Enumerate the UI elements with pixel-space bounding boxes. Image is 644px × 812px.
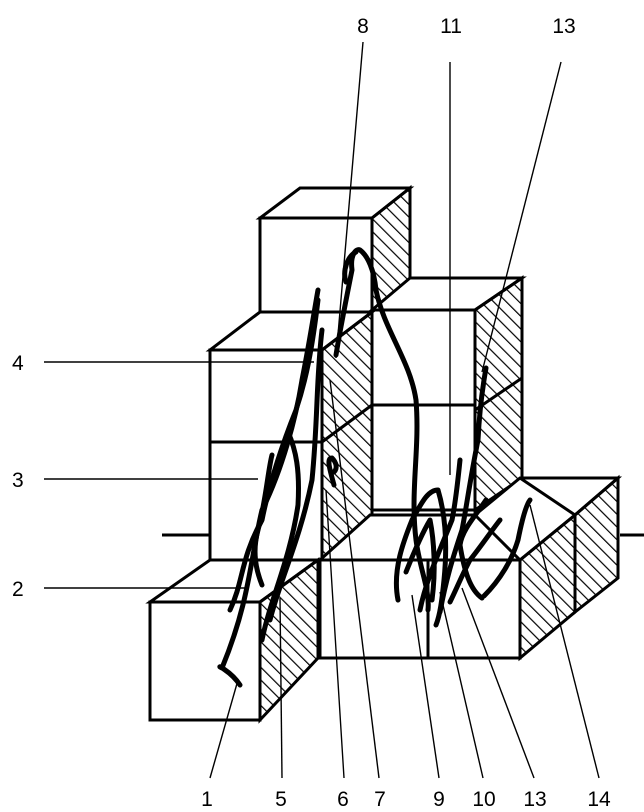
- label-9: 9: [433, 788, 445, 811]
- cube-front-left: [145, 557, 323, 724]
- label-13-top: 13: [552, 15, 575, 38]
- cube-tower-right: [367, 275, 527, 513]
- label-5: 5: [275, 788, 287, 811]
- label-4: 4: [12, 352, 24, 375]
- label-2: 2: [12, 578, 24, 601]
- root-strands: [217, 247, 533, 688]
- cube-tower-left: [205, 308, 377, 564]
- label-7: 7: [374, 788, 386, 811]
- label-8: 8: [357, 15, 369, 38]
- label-14: 14: [587, 788, 611, 811]
- label-10: 10: [472, 788, 495, 811]
- label-6: 6: [337, 788, 349, 811]
- labels-left: 4 3 2: [12, 352, 24, 601]
- label-1: 1: [201, 788, 213, 811]
- label-13-bottom: 13: [523, 788, 546, 811]
- labels-bottom: 1 5 6 7 9 10 13 14: [201, 788, 611, 811]
- label-11: 11: [440, 15, 462, 38]
- labels-top: 8 11 13: [357, 15, 576, 38]
- leader-lines: [44, 41, 600, 779]
- cube-top-left: [255, 184, 415, 316]
- label-3: 3: [12, 469, 24, 492]
